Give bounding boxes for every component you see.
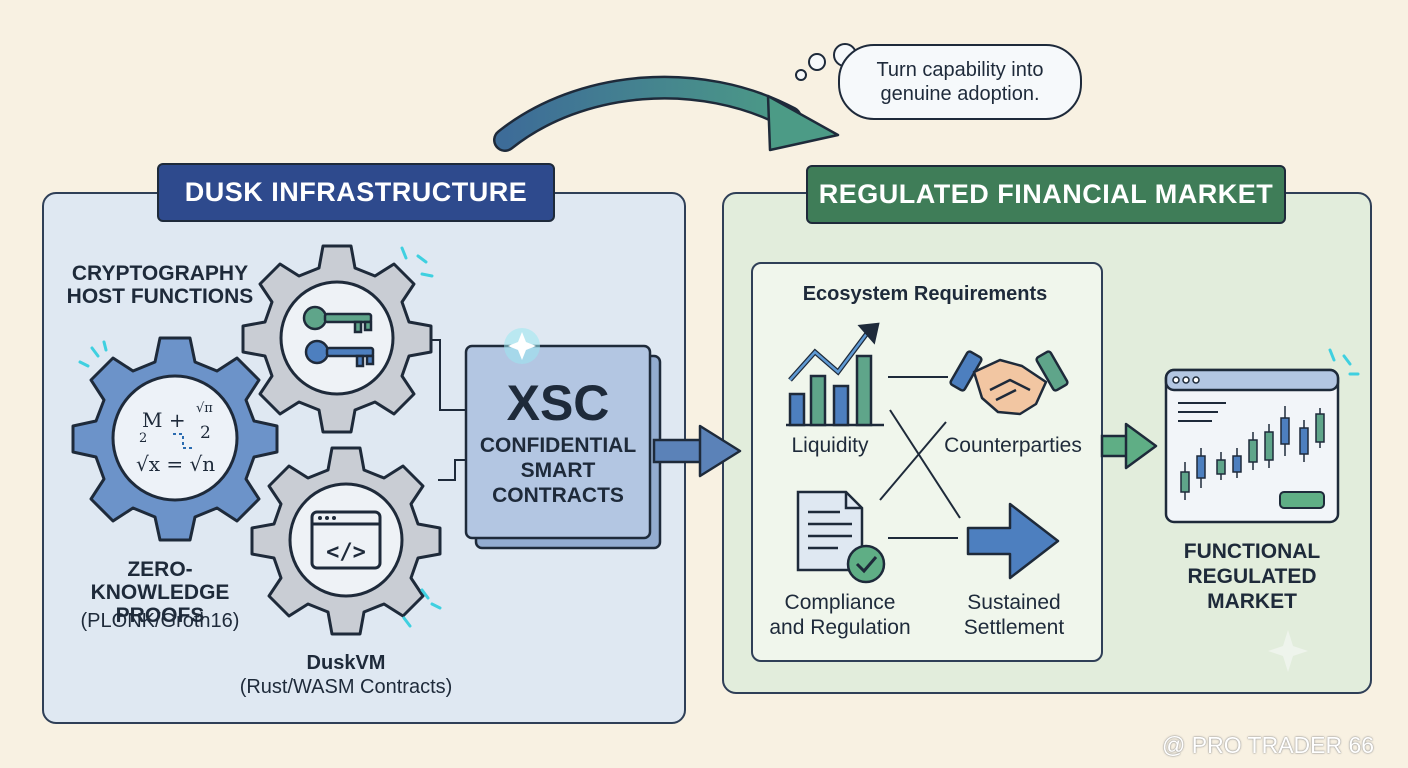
settlement-line-2: Settlement: [963, 616, 1065, 640]
xsc-line-3: CONTRACTS: [492, 483, 624, 507]
duskvm-label: DuskVM: [306, 652, 386, 674]
thought-bubble-mid: [808, 53, 826, 71]
market-line-1: FUNCTIONAL: [1183, 540, 1321, 563]
ecosystem-requirements-title: Ecosystem Requirements: [802, 283, 1048, 305]
sparkle-icon: [504, 328, 540, 364]
math-formula-d: 2: [200, 423, 211, 443]
thought-bubble: Turn capability into genuine adoption.: [838, 44, 1082, 120]
settlement-label: Sustained Settlement: [940, 590, 1088, 640]
xsc-title: XSC: [506, 375, 610, 431]
counterparties-label: Counterparties: [944, 434, 1082, 457]
code-glyph: </>: [326, 540, 366, 565]
zk-line-2: PROOFS: [115, 604, 205, 628]
key-icon: [302, 305, 373, 334]
gear-connectors: [425, 339, 470, 481]
dusk-infrastructure-title: DUSK INFRASTRUCTURE: [157, 163, 555, 222]
thought-bubble-small: [795, 69, 807, 81]
cryptography-line-1: CRYPTOGRAPHY: [71, 262, 249, 285]
cryptography-label: CRYPTOGRAPHY HOST FUNCTIONS: [60, 262, 260, 308]
zk-proofs-sub: (PLONK/Groth16): [80, 610, 240, 632]
right-arrow-icon-blue: [652, 424, 742, 478]
math-formula-a: M +: [142, 408, 186, 432]
gear-icon-keys: [241, 244, 433, 434]
market-line-2: REGULATED: [1187, 564, 1317, 588]
curved-arrow-icon: [493, 75, 840, 152]
cryptography-line-2: HOST FUNCTIONS: [66, 285, 254, 309]
market-line-3: MARKET: [1207, 589, 1297, 613]
zk-proofs-label: ZERO-KNOWLEDGE PROOFS: [60, 558, 260, 627]
gear-icon-math: [71, 336, 279, 542]
handshake-icon: [949, 350, 1069, 416]
math-formula-c: 2: [139, 431, 148, 446]
xsc-subtitle: CONFIDENTIAL SMART CONTRACTS: [466, 434, 650, 508]
bar-chart-icon: [786, 322, 884, 427]
thought-line-1: Turn capability into: [876, 59, 1044, 81]
regulated-market-title: REGULATED FINANCIAL MARKET: [806, 165, 1286, 224]
compliance-line-2: and Regulation: [769, 616, 911, 640]
compliance-line-1: Compliance: [784, 591, 896, 614]
candlestick-chart-icon: [1164, 368, 1340, 524]
duskvm-sub: (Rust/WASM Contracts): [239, 676, 453, 698]
xsc-line-2: SMART: [520, 458, 596, 482]
right-arrow-icon-green: [1100, 422, 1158, 470]
requirement-connectors: [879, 376, 961, 539]
xsc-line-1: CONFIDENTIAL: [479, 434, 637, 457]
math-formula-b: √π: [196, 401, 213, 416]
settlement-line-1: Sustained: [967, 591, 1061, 614]
watermark: @ PRO TRADER 66: [1162, 732, 1375, 758]
sparkle-icon: [78, 246, 1360, 628]
math-formula-e: √x = √n: [136, 452, 216, 476]
liquidity-label: Liquidity: [791, 434, 869, 457]
sparkle-icon: [1268, 630, 1308, 672]
thought-line-2: genuine adoption.: [880, 83, 1040, 105]
code-window-icon: [310, 510, 382, 570]
ecosystem-requirements-box: [751, 262, 1103, 662]
xsc-card: [464, 344, 662, 550]
key-icon: [304, 339, 375, 368]
gear-icon-code: [250, 446, 442, 636]
document-check-icon: [796, 490, 886, 584]
right-arrow-icon: [966, 502, 1060, 580]
zk-line-1: ZERO-KNOWLEDGE: [90, 558, 230, 605]
functional-market-label: FUNCTIONAL REGULATED MARKET: [1160, 540, 1344, 614]
compliance-label: Compliance and Regulation: [756, 590, 924, 640]
